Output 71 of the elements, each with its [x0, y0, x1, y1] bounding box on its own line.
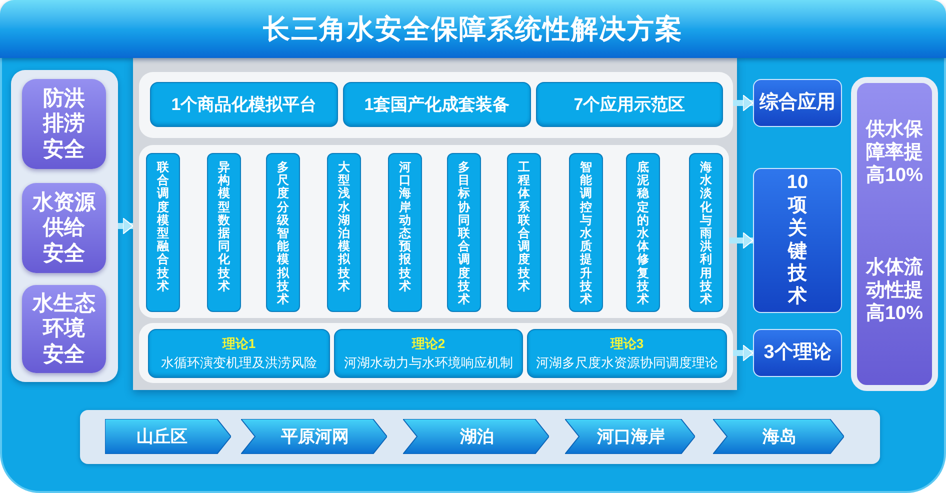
technology-label: 海水淡化与雨洪利用技术: [700, 161, 712, 308]
goal-label: 水生态环境安全: [31, 291, 96, 367]
region-tab: [713, 419, 844, 454]
summary-label: 综合应用: [760, 90, 836, 115]
technology-label: 大型浅水湖泊模拟技术: [338, 161, 350, 295]
goal-box: [22, 183, 106, 273]
technology-box: [689, 153, 723, 312]
technology-box: [388, 153, 422, 312]
region-tab: [241, 419, 387, 454]
content-panel: [133, 58, 737, 390]
arrow: [118, 218, 134, 234]
technology-box: [207, 153, 241, 312]
theory-title: 理论2: [412, 336, 446, 352]
theory-title: 理论1: [222, 336, 256, 352]
theory-row-panel: [139, 323, 733, 383]
goal-label: 水资源供给安全: [31, 190, 97, 266]
theory-title: 理论3: [610, 336, 644, 352]
region-band: [80, 410, 880, 464]
region-tab: [565, 419, 695, 454]
summary-box: [753, 168, 842, 313]
target-panel: [851, 77, 938, 391]
technology-label: 异构模型数据同化技术: [218, 161, 230, 295]
technology-label: 多目标协同联合调度技术: [458, 161, 470, 308]
region-label: 湖泊: [460, 426, 494, 448]
theory-box: [148, 329, 330, 378]
region-label: 海岛: [762, 426, 796, 448]
summary-label: 10项关键技术: [786, 172, 810, 309]
arrow: [733, 344, 754, 362]
summary-box: [753, 329, 842, 377]
technology-label: 多尺度分级智能模拟技术: [277, 161, 289, 308]
region-label: 河口海岸: [597, 426, 665, 448]
arrow: [729, 232, 754, 249]
region-tab: [403, 419, 549, 454]
category-panel: [11, 70, 118, 382]
region-label: 山丘区: [136, 426, 188, 448]
summary-label: 3个理论: [764, 340, 832, 365]
theory-description: 河湖水动力与水环境响应机制: [344, 355, 513, 371]
outcome-label: 1个商品化模拟平台: [171, 94, 317, 116]
technology-label: 工程体系联合调度技术: [518, 161, 530, 295]
technology-label: 联合调度模型融合技术: [157, 161, 169, 295]
theory-description: 河湖多尺度水资源协同调度理论: [536, 355, 718, 371]
technology-box: [569, 153, 603, 312]
technology-box: [146, 153, 180, 312]
goal-box: [22, 79, 106, 169]
theory-box: [334, 329, 523, 378]
outcome-label: 7个应用示范区: [574, 94, 686, 116]
summary-box: [753, 79, 842, 127]
theory-description: 水循环演变机理及洪涝风险: [161, 355, 317, 371]
technology-box: [626, 153, 660, 312]
technology-box: [266, 153, 300, 312]
region-tab: [105, 419, 231, 454]
technology-box: [447, 153, 481, 312]
title-text: 长三角水安全保障系统性解决方案: [263, 12, 683, 46]
arrow: [733, 94, 754, 112]
target-label: 水体流动性提高10%: [864, 257, 924, 326]
technology-label: 河口海岸动态预报技术: [399, 161, 411, 295]
technology-label: 底泥稳定的水体修复技术: [637, 161, 649, 308]
outcome-row-panel: [139, 72, 733, 138]
technology-label: 智能调控与水质提升技术: [580, 161, 592, 308]
target-label: 供水保障率提高10%: [864, 119, 924, 188]
outcome-box: [150, 82, 338, 127]
technology-row-panel: [139, 145, 729, 318]
outcome-label: 1套国产化成套装备: [364, 94, 510, 116]
region-label: 平原河网: [281, 426, 349, 448]
theory-box: [527, 329, 727, 378]
outcome-box: [536, 82, 723, 127]
technology-box: [327, 153, 361, 312]
goal-box: [22, 285, 106, 373]
goal-label: 防洪排涝安全: [42, 86, 86, 162]
technology-box: [507, 153, 541, 312]
outcome-box: [343, 82, 531, 127]
